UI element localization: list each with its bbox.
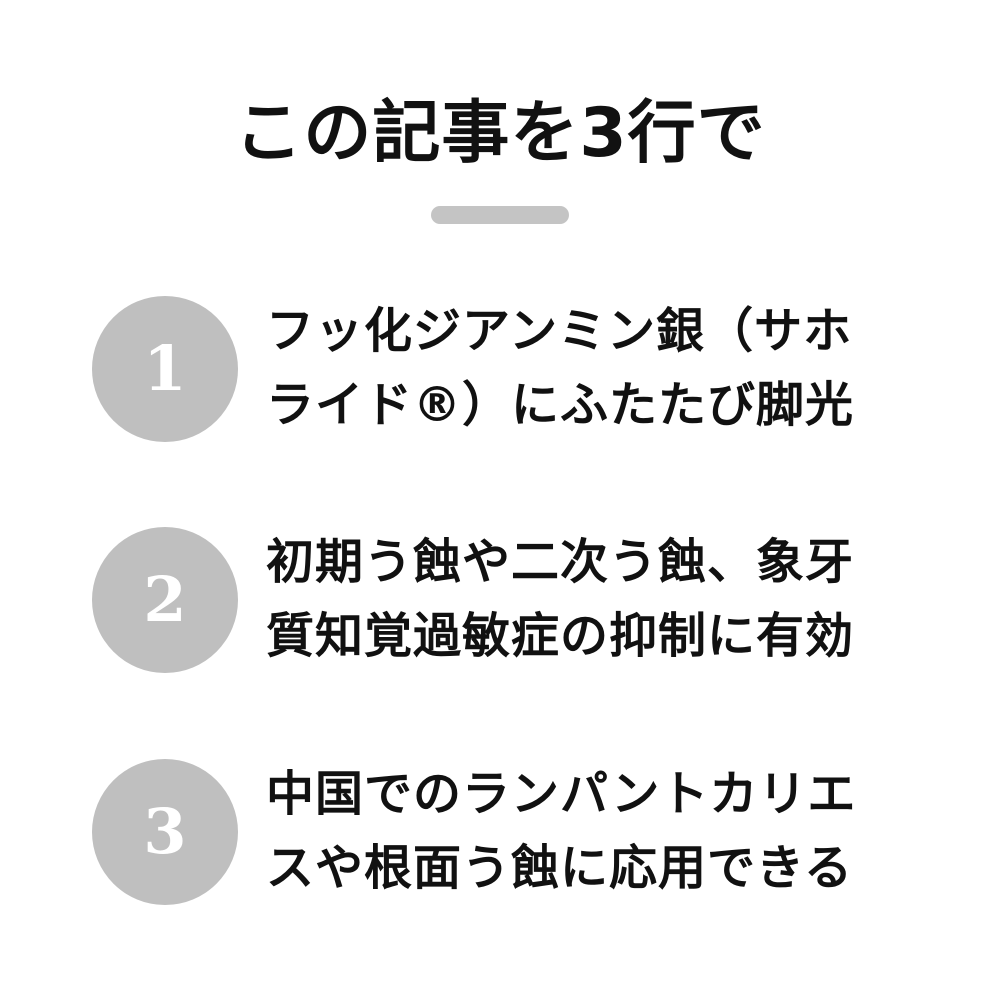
summary-text-1: フッ化ジアンミン銀（サホ ライド®）にふたたび脚光 [266, 294, 916, 442]
number-label-3: 3 [143, 795, 187, 868]
page-title: この記事を3行で [234, 94, 766, 173]
summary-line: スや根面う蝕に応用できる [266, 840, 854, 896]
number-badge-1: 1 [92, 296, 238, 442]
number-badge-3: 3 [92, 759, 238, 905]
title-divider [431, 206, 569, 224]
number-label-2: 2 [143, 563, 187, 636]
summary-text-2: 初期う蝕や二次う蝕、象牙 質知覚過敏症の抑制に有効 [266, 525, 916, 673]
summary-line: 初期う蝕や二次う蝕、象牙 [266, 534, 855, 590]
summary-item-3: 3 中国でのランパントカリエ スや根面う蝕に応用できる [0, 757, 1000, 907]
summary-item-2: 2 初期う蝕や二次う蝕、象牙 質知覚過敏症の抑制に有効 [0, 525, 1000, 675]
number-label-1: 1 [143, 332, 187, 405]
summary-line: ライド®）にふたたび脚光 [266, 377, 855, 433]
number-badge-2: 2 [92, 527, 238, 673]
summary-text-3: 中国でのランパントカリエ スや根面う蝕に応用できる [266, 757, 916, 905]
summary-line: フッ化ジアンミン銀（サホ [266, 303, 853, 359]
summary-line: 中国でのランパントカリエ [266, 766, 857, 822]
summary-item-1: 1 フッ化ジアンミン銀（サホ ライド®）にふたたび脚光 [0, 294, 1000, 444]
summary-line: 質知覚過敏症の抑制に有効 [266, 608, 855, 664]
